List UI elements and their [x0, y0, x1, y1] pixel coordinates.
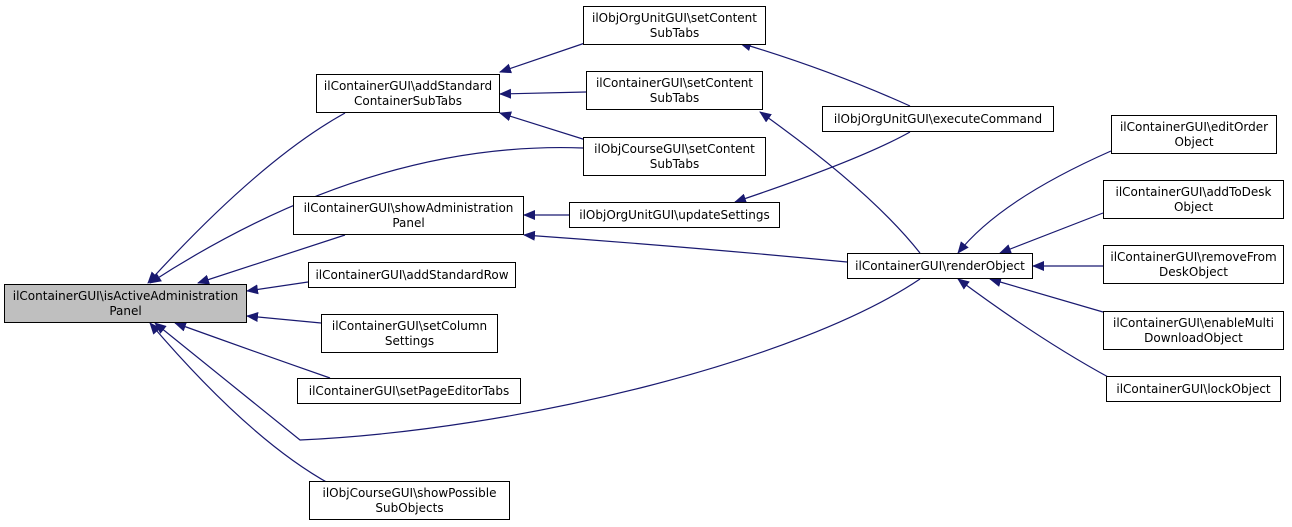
- node-label-line: ilContainerGUI\lockObject: [1116, 381, 1271, 396]
- edge-courseSetContentSubTabs-to-root: [149, 146, 584, 284]
- node-label-line: Object: [1174, 134, 1214, 149]
- node-label-line: DownloadObject: [1144, 330, 1243, 345]
- node-label-line: ilContainerGUI\showAdministration: [303, 200, 514, 215]
- node-label-line: ilObjOrgUnitGUI\executeCommand: [833, 111, 1043, 126]
- edge-setPageEditorTabs-to-root: [174, 322, 331, 379]
- edge-orgUnitExecuteCommand-to-orgUnitUpdateSettings: [734, 131, 911, 204]
- node-setPageEditorTabs[interactable]: ilContainerGUI\setPageEditorTabs: [297, 378, 521, 404]
- node-label-line: ilContainerGUI\addStandardRow: [315, 267, 509, 282]
- edge-containerSetContentSubTabs-to-addStandardContainerSubTabs: [499, 88, 587, 99]
- edge-enableMultiDownloadObject-to-renderObject: [989, 277, 1104, 313]
- node-label-line: ilObjOrgUnitGUI\updateSettings: [579, 207, 770, 222]
- node-label-line: SubTabs: [649, 90, 700, 105]
- node-label-line: Settings: [384, 333, 435, 348]
- node-label-line: ilContainerGUI\editOrder: [1119, 119, 1269, 134]
- edge-orgUnitExecuteCommand-to-orgUnitSetContentSubTabs: [739, 41, 911, 107]
- edge-addToDeskObject-to-renderObject: [999, 212, 1104, 254]
- node-label-line: ilObjCourseGUI\showPossible: [322, 485, 497, 500]
- edge-courseShowPossibleSubObjects-to-root: [149, 322, 331, 485]
- node-label-line: ilContainerGUI\addStandard: [323, 78, 493, 93]
- node-label-line: Object: [1173, 199, 1214, 214]
- node-label-line: ilContainerGUI\setColumn: [331, 318, 488, 333]
- node-addStandardRow[interactable]: ilContainerGUI\addStandardRow: [308, 262, 516, 288]
- node-label-line: SubTabs: [649, 25, 700, 40]
- node-label-line: SubTabs: [649, 156, 700, 171]
- node-label-line: ilContainerGUI\setContent: [595, 75, 754, 90]
- node-orgUnitUpdateSettings[interactable]: ilObjOrgUnitGUI\updateSettings: [569, 202, 780, 228]
- node-label-line: ilContainerGUI\addToDesk: [1115, 184, 1272, 199]
- node-renderObject[interactable]: ilContainerGUI\renderObject: [847, 253, 1033, 279]
- edge-renderObject-to-containerSetContentSubTabs: [759, 111, 921, 254]
- node-label-line: ilContainerGUI\isActiveAdministration: [12, 288, 239, 303]
- node-label-line: ilContainerGUI\renderObject: [855, 258, 1025, 273]
- node-label-line: ilObjCourseGUI\setContent: [594, 141, 755, 156]
- node-label-line: ilContainerGUI\enableMulti: [1113, 315, 1274, 330]
- edge-addStandardContainerSubTabs-to-root: [147, 112, 346, 284]
- edge-renderObject-to-showAdministrationPanel: [523, 230, 848, 263]
- node-label-line: Panel: [392, 215, 425, 230]
- edge-orgUnitSetContentSubTabs-to-addStandardContainerSubTabs: [499, 42, 586, 74]
- node-label-line: ilContainerGUI\removeFrom: [1110, 249, 1277, 264]
- edge-setColumnSettings-to-root: [246, 312, 322, 324]
- edge-showAdministrationPanel-to-root: [197, 234, 346, 285]
- node-label-line: ilObjOrgUnitGUI\setContent: [591, 10, 757, 25]
- edge-addStandardRow-to-root: [246, 281, 309, 295]
- edge-editOrderObject-to-renderObject: [957, 150, 1112, 254]
- node-label-line: ilContainerGUI\setPageEditorTabs: [308, 383, 510, 398]
- node-label-line: Panel: [109, 303, 142, 318]
- node-label-line: ContainerSubTabs: [353, 93, 463, 108]
- node-label-line: DeskObject: [1159, 264, 1228, 279]
- node-lockObject[interactable]: ilContainerGUI\lockObject: [1106, 376, 1281, 402]
- node-orgUnitExecuteCommand[interactable]: ilObjOrgUnitGUI\executeCommand: [822, 106, 1054, 132]
- node-label-line: SubObjects: [375, 500, 444, 515]
- edge-courseSetContentSubTabs-to-addStandardContainerSubTabs: [499, 111, 587, 141]
- edge-lockObject-to-renderObject: [957, 278, 1111, 379]
- edge-renderObject-to-root: [154, 278, 921, 441]
